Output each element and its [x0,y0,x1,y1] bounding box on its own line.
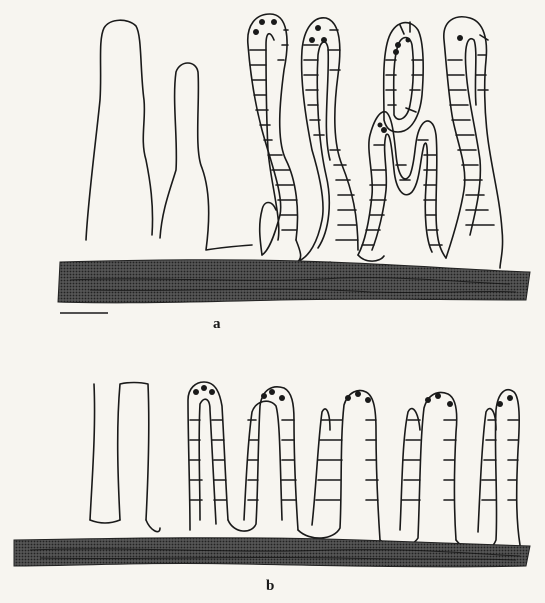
panel-b-drawing [90,382,520,552]
villus-outline [160,63,252,250]
panel-b-nuclei [193,385,513,407]
villus-outline [444,17,503,268]
panel-a-label: a [213,316,221,333]
panel-a-drawing [86,14,503,268]
villus-outline [90,384,95,520]
villus-outline [188,382,228,530]
panel-b-label: b [266,578,274,595]
villus-outline [86,20,153,240]
panel-a-nuclei [253,19,463,133]
villus-outline [118,383,149,521]
